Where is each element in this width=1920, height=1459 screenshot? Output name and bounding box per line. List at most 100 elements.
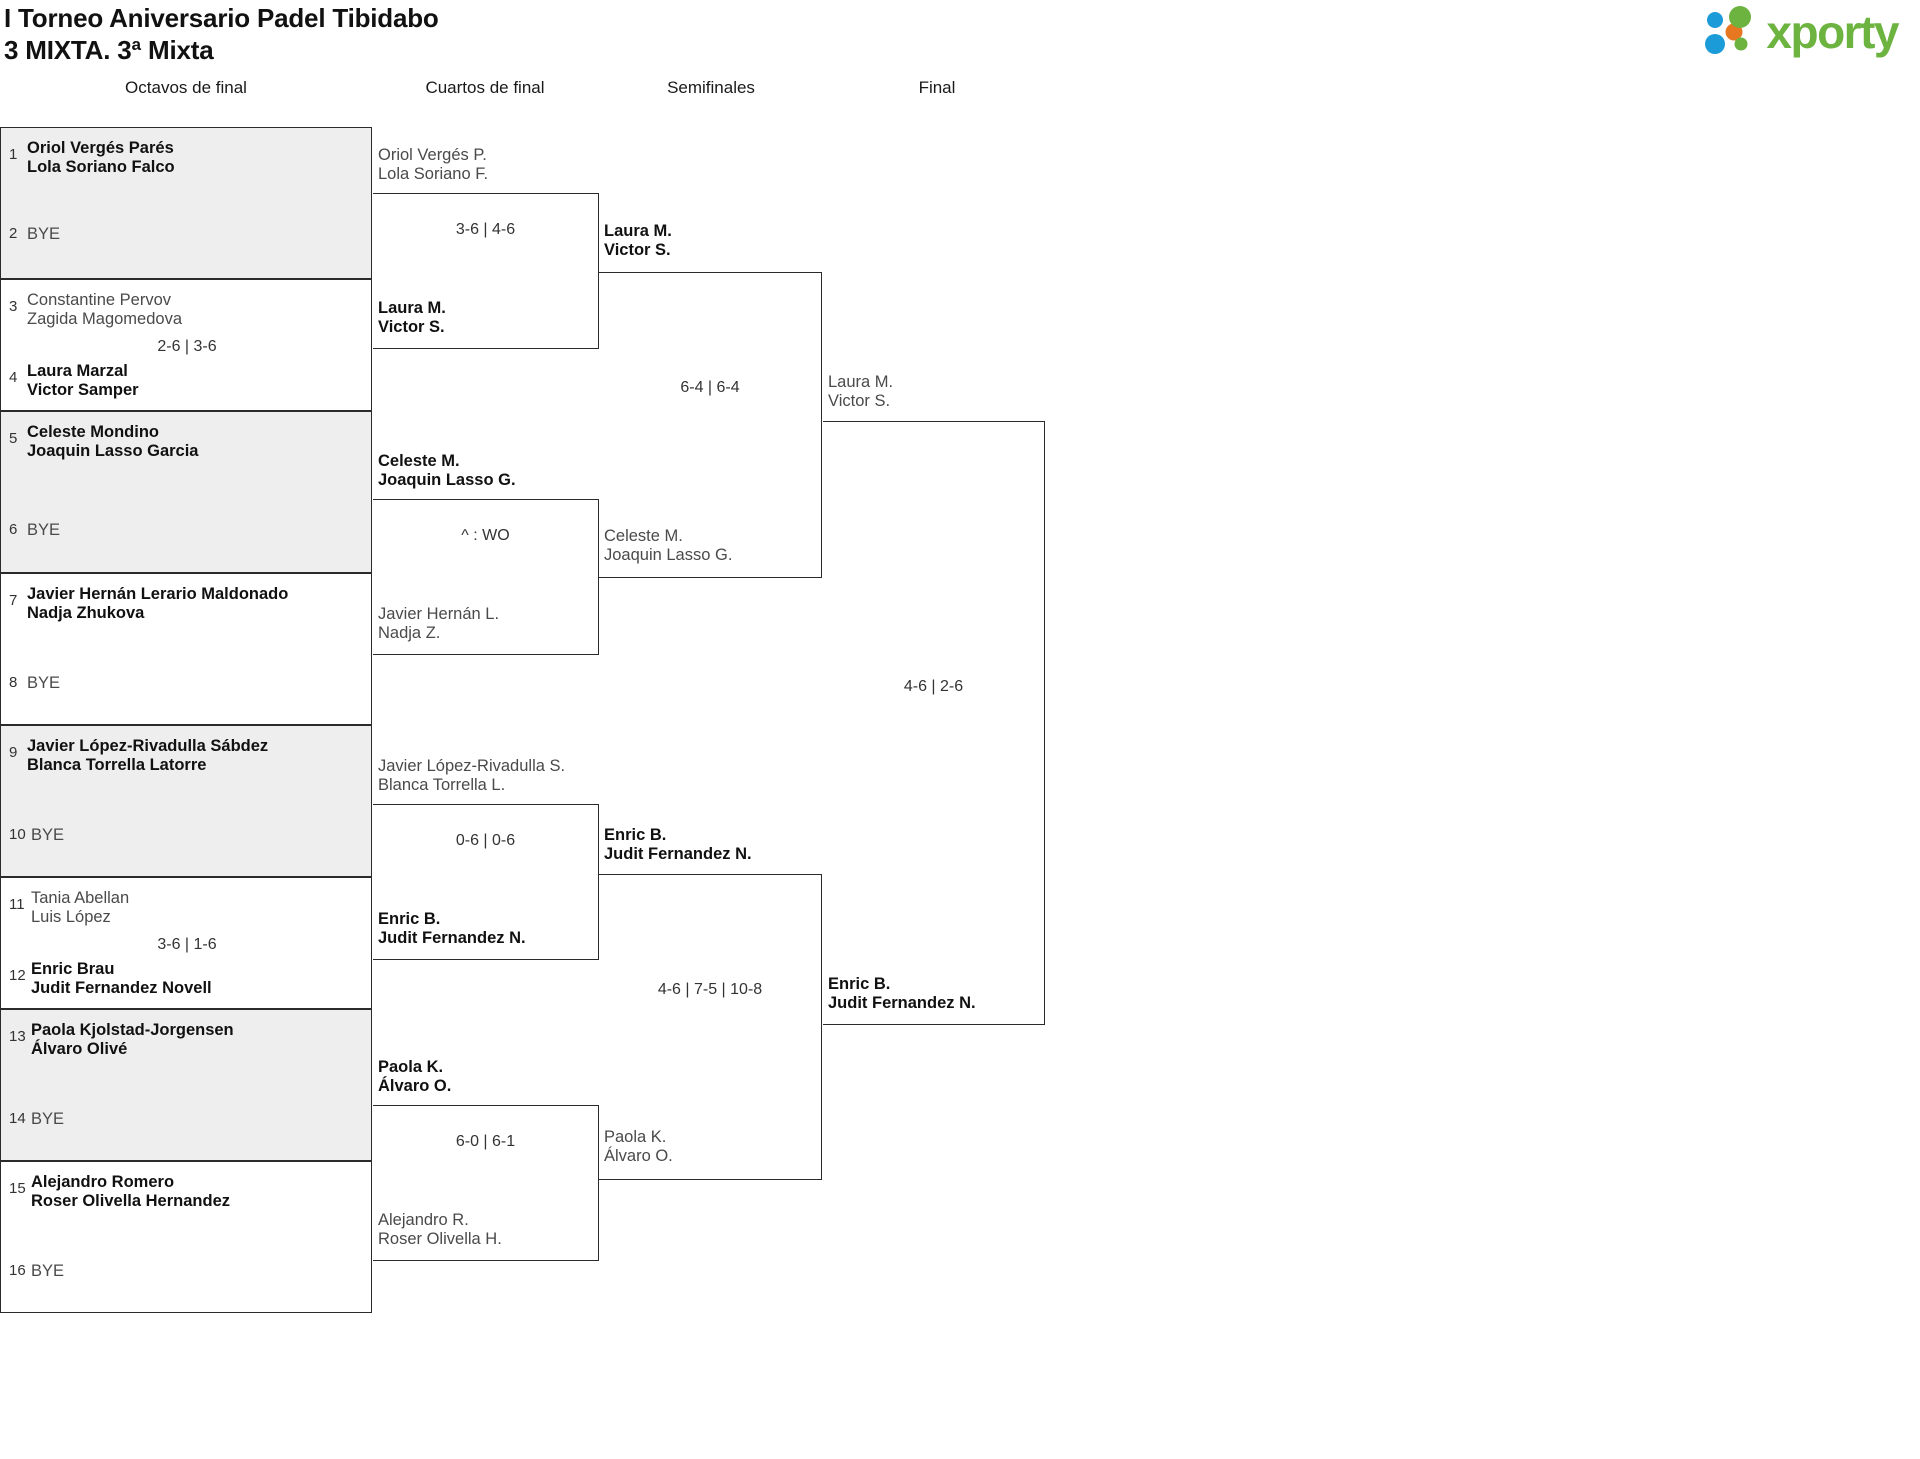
seed-number: 6: [9, 521, 18, 538]
r2m3-bottom-line1: Enric B.: [378, 910, 441, 928]
r4-match-1-box[interactable]: 4-6 | 2-6: [823, 421, 1045, 1025]
r3-match-1-box[interactable]: 6-4 | 6-4: [599, 272, 822, 578]
team-line-1: Enric Brau: [31, 960, 115, 978]
page-header: I Torneo Aniversario Padel Tibidabo 3 MI…: [0, 0, 1920, 80]
team-line-1: Javier Hernán Lerario Maldonado: [27, 585, 289, 603]
r2m3-top-line1: Javier López-Rivadulla S.: [378, 757, 566, 775]
team-line-1: Tania Abellan: [31, 889, 130, 907]
r2-match-2-box[interactable]: ^ : WO: [373, 499, 599, 655]
team-line-1: Constantine Pervov: [27, 291, 171, 309]
seed-number: 12: [9, 967, 26, 984]
seed-number: 1: [9, 146, 18, 163]
team-line-2: Nadja Zhukova: [27, 604, 145, 622]
r1-match-8[interactable]: 15 Alejandro Romero Roser Olivella Herna…: [0, 1161, 372, 1313]
r3m1-top-line2: Victor S.: [604, 241, 671, 259]
seed-number: 7: [9, 592, 18, 609]
r3m1-top-line1: Laura M.: [604, 222, 672, 240]
r2m2-top-line2: Joaquin Lasso G.: [378, 471, 516, 489]
team-line-2: Judit Fernandez Novell: [31, 979, 212, 997]
seed-number: 2: [9, 225, 18, 242]
match-score: 0-6 | 0-6: [455, 832, 516, 849]
seed-number: 3: [9, 298, 18, 315]
seed-number: 5: [9, 430, 18, 447]
team-line-1: Celeste Mondino: [27, 423, 160, 441]
r2m3-top-line2: Blanca Torrella L.: [378, 776, 506, 794]
r1-match-4[interactable]: 7 Javier Hernán Lerario Maldonado Nadja …: [0, 573, 372, 725]
match-score: 2-6 | 3-6: [157, 338, 217, 355]
seed-number: 16: [9, 1262, 26, 1279]
round-header-final: Final: [918, 78, 956, 97]
r1-match-2[interactable]: 3 Constantine Pervov Zagida Magomedova 2…: [0, 279, 372, 411]
r4m1-top-line2: Victor S.: [828, 392, 891, 410]
team-line-2: Luis López: [31, 908, 111, 926]
team-line-1: BYE: [27, 521, 61, 539]
r2m4-bottom-line1: Alejandro R.: [378, 1211, 469, 1229]
r2m1-bottom-line2: Victor S.: [378, 318, 445, 336]
r2m2-bottom-line1: Javier Hernán L.: [378, 605, 500, 623]
r1-match-6[interactable]: 11 Tania Abellan Luis López 3-6 | 1-6 12…: [0, 877, 372, 1009]
r3m1-bottom-line1: Celeste M.: [604, 527, 683, 545]
r3-match-2-box[interactable]: 4-6 | 7-5 | 10-8: [599, 874, 822, 1180]
match-score: 6-4 | 6-4: [680, 379, 740, 396]
r2m3-bottom-line2: Judit Fernandez N.: [378, 929, 526, 947]
round-header-semifinales: Semifinales: [667, 78, 755, 97]
round-header-octavos: Octavos de final: [125, 78, 247, 97]
r1-match-1[interactable]: 1 Oriol Vergés Parés Lola Soriano Falco …: [0, 127, 372, 279]
r4m1-bottom-line1: Enric B.: [828, 975, 891, 993]
r1-match-5[interactable]: 9 Javier López-Rivadulla Sábdez Blanca T…: [0, 725, 372, 877]
title-block: I Torneo Aniversario Padel Tibidabo 3 MI…: [4, 2, 439, 66]
round-header-cuartos: Cuartos de final: [425, 78, 545, 97]
team-line-1: BYE: [31, 826, 65, 844]
team-line-1: BYE: [31, 1110, 65, 1128]
team-line-1: Alejandro Romero: [31, 1173, 175, 1191]
seed-number: 8: [9, 674, 18, 691]
r2m1-top-line2: Lola Soriano F.: [378, 165, 489, 183]
team-line-2: Victor Samper: [27, 381, 139, 399]
r2m2-top-line1: Celeste M.: [378, 452, 460, 470]
team-line-2: Zagida Magomedova: [27, 310, 183, 328]
team-line-1: BYE: [27, 674, 61, 692]
r2-match-4-box[interactable]: 6-0 | 6-1: [373, 1105, 599, 1261]
r2-match-1-box[interactable]: 3-6 | 4-6: [373, 193, 599, 349]
logo-wordmark: xporty: [1766, 6, 1899, 58]
r4m1-bottom-line2: Judit Fernandez N.: [828, 994, 976, 1012]
team-line-1: BYE: [31, 1262, 65, 1280]
team-line-2: Joaquin Lasso Garcia: [27, 442, 199, 460]
r1-match-7[interactable]: 13 Paola Kjolstad-Jorgensen Álvaro Olivé…: [0, 1009, 372, 1161]
seed-number: 14: [9, 1110, 26, 1127]
seed-number: 9: [9, 744, 18, 761]
seed-number: 10: [9, 826, 26, 843]
r2m4-bottom-line2: Roser Olivella H.: [378, 1230, 502, 1248]
category-title: 3 MIXTA. 3ª Mixta: [4, 35, 214, 65]
seed-number: 4: [9, 369, 18, 386]
team-line-1: Javier López-Rivadulla Sábdez: [27, 737, 269, 755]
team-line-2: Lola Soriano Falco: [27, 158, 175, 176]
seed-number: 13: [9, 1028, 26, 1045]
r4m1-top-line1: Laura M.: [828, 373, 894, 391]
tournament-title: I Torneo Aniversario Padel Tibidabo: [4, 3, 439, 33]
team-line-2: Roser Olivella Hernandez: [31, 1192, 230, 1210]
r1-match-3[interactable]: 5 Celeste Mondino Joaquin Lasso Garcia 6…: [0, 411, 372, 573]
match-score: 4-6 | 7-5 | 10-8: [657, 981, 763, 998]
match-score: 4-6 | 2-6: [903, 678, 964, 695]
r3m2-bottom-line1: Paola K.: [604, 1128, 667, 1146]
team-line-1: Paola Kjolstad-Jorgensen: [31, 1021, 234, 1039]
xporty-logo[interactable]: xporty: [1704, 4, 1899, 60]
match-score: 3-6 | 4-6: [455, 221, 516, 238]
r2m1-top-line1: Oriol Vergés P.: [378, 146, 487, 164]
r2m4-top-line2: Álvaro O.: [378, 1077, 452, 1095]
r3m2-top-line2: Judit Fernandez N.: [604, 845, 752, 863]
team-line-2: Álvaro Olivé: [31, 1040, 128, 1058]
team-line-1: Laura Marzal: [27, 362, 128, 380]
team-line-1: Oriol Vergés Parés: [27, 139, 174, 157]
r3m1-bottom-line2: Joaquin Lasso G.: [604, 546, 733, 564]
seed-number: 15: [9, 1180, 26, 1197]
team-line-2: Blanca Torrella Latorre: [27, 756, 207, 774]
r2-match-3-box[interactable]: 0-6 | 0-6: [373, 804, 599, 960]
r2m2-bottom-line2: Nadja Z.: [378, 624, 441, 642]
r2m1-bottom-line1: Laura M.: [378, 299, 446, 317]
r2m4-top-line1: Paola K.: [378, 1058, 444, 1076]
xporty-dots-icon: [1705, 6, 1752, 54]
seed-number: 11: [9, 896, 25, 913]
